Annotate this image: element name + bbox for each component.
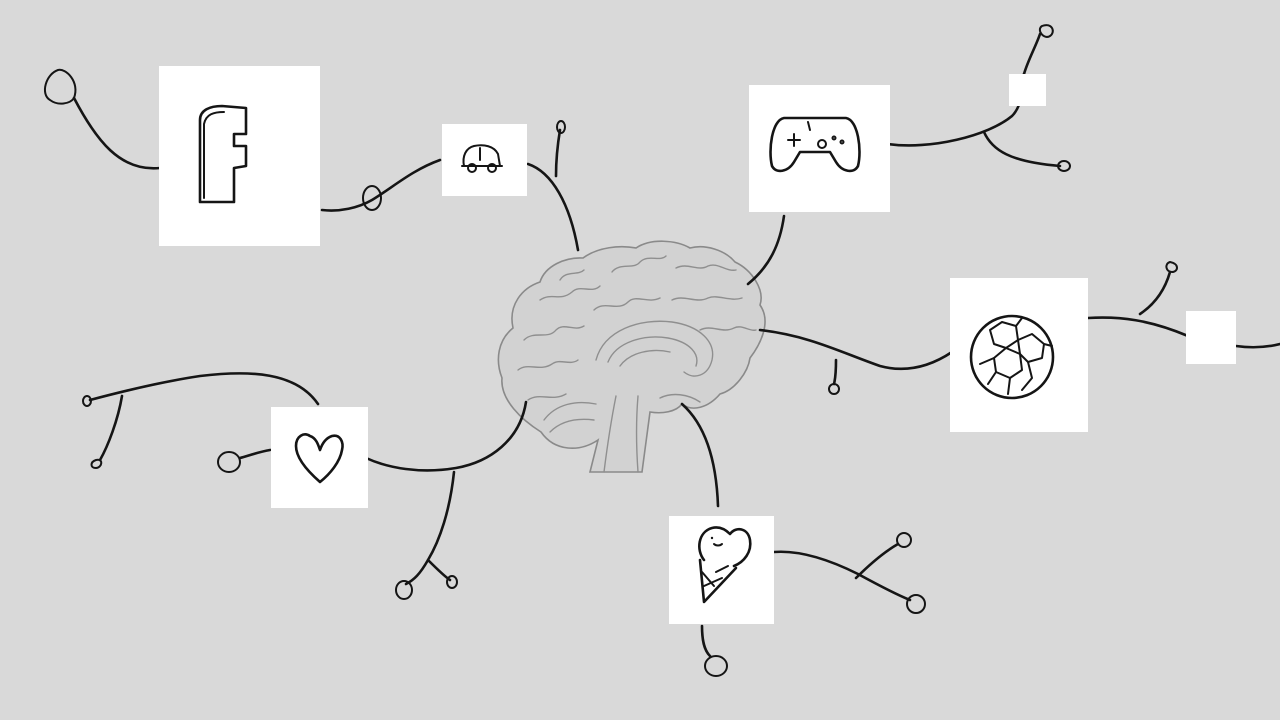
heart-icon: [294, 433, 344, 484]
card-background: [159, 66, 320, 246]
placeholder-node: [1009, 74, 1046, 106]
card-background: [442, 124, 527, 196]
car-icon: [461, 144, 503, 173]
topic-card-love[interactable]: [271, 407, 368, 508]
topic-card-ice-cream[interactable]: [669, 516, 774, 624]
card-background: [271, 407, 368, 508]
placeholder-node: [1186, 311, 1236, 364]
ice-cream-icon: [698, 526, 752, 604]
topic-card-gaming[interactable]: [749, 85, 890, 212]
topic-card-football[interactable]: [950, 278, 1088, 432]
topic-card-car[interactable]: [442, 124, 527, 196]
card-background: [749, 85, 890, 212]
facebook-f-icon: [198, 104, 248, 204]
card-background: [950, 278, 1088, 432]
topic-card-facebook[interactable]: [159, 66, 320, 246]
connector-lines: [43, 24, 1280, 677]
soccer-ball-icon: [969, 314, 1055, 400]
gamepad-icon: [769, 116, 861, 173]
brain-illustration: [497, 240, 766, 473]
